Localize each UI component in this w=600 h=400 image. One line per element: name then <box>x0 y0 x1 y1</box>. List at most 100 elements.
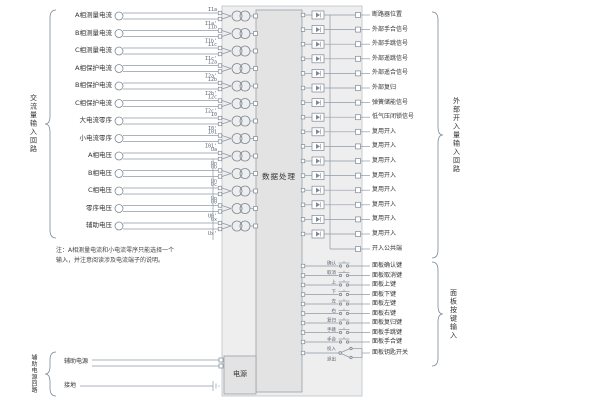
dp-terminal <box>300 350 306 356</box>
dp-terminal <box>300 231 306 237</box>
dp-terminal <box>253 153 258 159</box>
dp-terminal <box>253 83 258 89</box>
dp-terminal <box>300 330 306 335</box>
terminal-square <box>217 69 223 74</box>
di-row-label: 断路器位置 <box>372 11 403 18</box>
diode-icon <box>316 129 320 135</box>
wire <box>221 30 232 34</box>
diode-icon <box>316 202 320 208</box>
dp-terminal <box>300 339 306 345</box>
wire <box>221 50 232 55</box>
terminal-square <box>217 133 223 138</box>
terminal-square <box>217 86 223 92</box>
di-row-label: 低气压闭锁信号 <box>372 113 415 121</box>
ct-symbol <box>114 64 124 73</box>
diode-icon <box>316 41 320 47</box>
ct-symbol <box>114 116 124 126</box>
dp-terminal <box>300 282 306 288</box>
terminal-id: Ux <box>211 217 217 223</box>
ac-row-label: A相保护电流 <box>75 63 112 72</box>
di-row-label: 外部手合信号 <box>372 25 409 33</box>
contact-dot <box>338 273 343 278</box>
wire <box>221 208 232 212</box>
contact-dot <box>345 283 350 287</box>
terminal-id: I1b <box>208 25 217 31</box>
terminal-id: Uc <box>211 182 217 188</box>
key-cap-label: 下 <box>332 289 337 295</box>
terminal-square <box>217 174 223 179</box>
terminal-square <box>217 185 223 191</box>
dp-terminal <box>300 202 306 207</box>
digital-input-group-label: 外部开入量输入回路 <box>452 96 461 174</box>
dp-terminal <box>300 320 306 326</box>
transformer-primary-winding <box>231 28 243 39</box>
ac-row-label: A相测量电流 <box>75 11 112 19</box>
terminal-square <box>217 220 223 226</box>
terminal-id: U0 <box>211 200 217 206</box>
terminal-id: I2a' <box>205 74 217 80</box>
key-cap-label: 上 <box>332 279 337 286</box>
ct-symbol <box>114 151 124 161</box>
dp-terminal <box>253 206 258 211</box>
terminal-square <box>217 139 223 144</box>
edge-terminal <box>355 41 361 48</box>
edge-terminal <box>355 26 361 33</box>
terminal-square <box>217 191 223 197</box>
terminal-id: Ua <box>211 147 217 153</box>
terminal-id: I01' <box>205 144 217 150</box>
switch-throw <box>340 353 351 358</box>
contact-dot <box>345 330 350 335</box>
contact-dot <box>345 321 350 325</box>
terminal-square <box>217 104 223 109</box>
diode-icon <box>316 143 320 149</box>
terminal-square <box>217 98 223 103</box>
edge-terminal <box>355 70 361 77</box>
dp-terminal <box>253 31 258 36</box>
terminal-id: Un <box>211 196 217 202</box>
diode-icon <box>316 173 320 179</box>
wire <box>221 33 232 37</box>
diode-icon <box>316 158 320 164</box>
di-row-label: 外部手跳信号 <box>372 40 409 48</box>
ct-symbol <box>114 204 124 213</box>
dp-terminal <box>300 217 306 222</box>
edge-terminal <box>355 99 361 106</box>
terminal-id: Un <box>211 179 217 185</box>
edge-terminal <box>355 216 361 223</box>
contact-dot <box>338 264 343 268</box>
dp-terminal <box>300 42 306 47</box>
dp-terminal <box>300 115 306 120</box>
dp-terminal <box>253 223 258 229</box>
dp-terminal <box>300 144 306 149</box>
terminal-id: I2b' <box>205 91 217 97</box>
ct-symbol <box>114 169 124 178</box>
transformer-primary-winding <box>231 45 243 57</box>
dp-terminal <box>253 101 258 106</box>
terminal-square <box>217 168 223 173</box>
edge-terminal <box>355 246 361 252</box>
terminal-id: Ub <box>211 165 217 171</box>
wire <box>221 117 232 122</box>
panel-key-label: 面板上键 <box>372 281 397 288</box>
wire <box>221 47 232 52</box>
wire <box>221 135 232 139</box>
key-cap-label: 取消 <box>327 269 336 276</box>
terminal-id: I0' <box>208 126 217 132</box>
terminal-id: Ux' <box>208 231 217 237</box>
wire <box>221 138 232 142</box>
dp-terminal <box>300 85 306 91</box>
edge-terminal <box>218 363 224 369</box>
terminal-square <box>217 63 223 68</box>
transformer-primary-winding <box>231 220 243 232</box>
terminal-id: I2c' <box>205 109 217 115</box>
diode-icon <box>316 56 320 62</box>
wire <box>221 190 232 195</box>
dp-terminal <box>300 292 306 297</box>
terminal-id: U0' <box>208 214 217 220</box>
edge-terminal <box>218 357 224 363</box>
wire <box>221 120 232 125</box>
terminal-square <box>217 10 223 16</box>
wire <box>221 205 232 209</box>
edge-terminal <box>355 85 361 91</box>
ac-row-label: 辅助电压 <box>86 221 112 229</box>
